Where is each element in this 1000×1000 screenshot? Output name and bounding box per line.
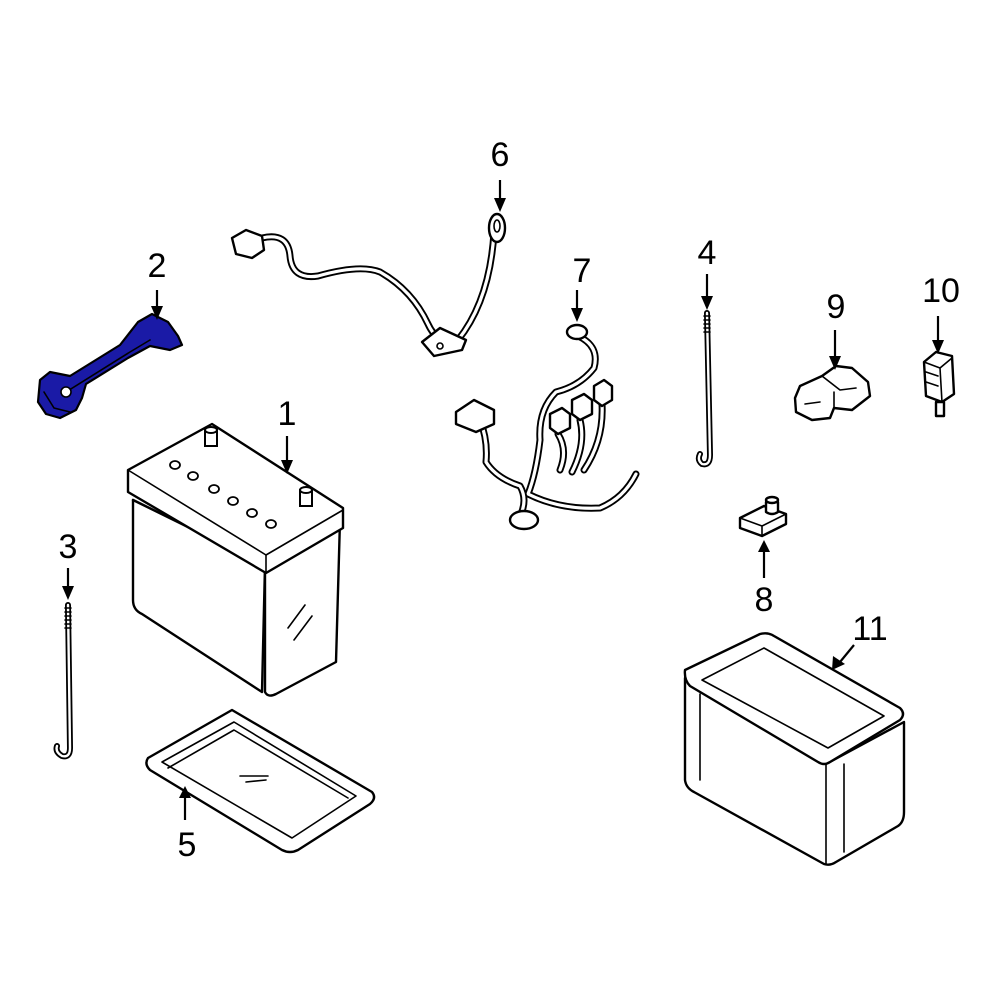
part-9-terminal-cover[interactable] — [793, 364, 872, 422]
part-10-fusible-link[interactable] — [922, 350, 956, 418]
battery-left-face — [131, 498, 267, 694]
part-3-hold-down-rod[interactable] — [53, 602, 73, 760]
battery-11-body — [683, 676, 906, 866]
part-2-hold-down-bracket[interactable] — [36, 312, 184, 420]
battery-terminal-posts — [204, 426, 313, 507]
callout-11: 11 — [852, 610, 887, 648]
part-1-battery[interactable] — [126, 422, 345, 697]
harness-connector-b — [570, 392, 594, 422]
part-11-battery[interactable] — [683, 632, 906, 866]
rod-3-thread — [64, 607, 72, 629]
callout-labels: 1 2 3 4 5 6 7 8 9 10 11 — [59, 136, 960, 864]
cable-6-lug-hole — [436, 342, 444, 350]
bracket-hole — [60, 386, 72, 398]
harness-main-inner — [526, 334, 638, 510]
part-4-hold-down-rod[interactable] — [695, 310, 713, 468]
bracket-rib — [65, 339, 151, 393]
callout-7: 7 — [573, 252, 592, 290]
part-7-wiring-harness[interactable] — [454, 323, 640, 531]
fuse-top-edge — [923, 357, 953, 403]
harness-eyelet-top — [565, 323, 589, 341]
rod-3-inner — [55, 603, 72, 758]
callout-1: 1 — [278, 395, 297, 433]
part-8-bolt-clip[interactable] — [738, 495, 788, 538]
callout-10: 10 — [922, 272, 960, 310]
cable-6-outline — [258, 228, 498, 345]
battery-glare — [287, 604, 313, 641]
rod-4-thread — [703, 315, 711, 333]
arrowheads — [62, 198, 944, 798]
harness-connector-a — [548, 406, 572, 436]
callout-8: 8 — [755, 581, 774, 619]
bracket-end-tab — [43, 391, 71, 413]
battery-11-lid — [683, 632, 905, 766]
callout-6: 6 — [491, 136, 510, 174]
harness-connector-left — [454, 398, 496, 434]
callout-3: 3 — [59, 528, 78, 566]
tray-floor-line — [167, 729, 349, 799]
harness-branch-inner — [478, 402, 604, 518]
harness-eyelet-bottom — [508, 509, 540, 531]
battery-11-side-rule — [699, 693, 845, 853]
part-6-battery-cable[interactable] — [230, 212, 507, 358]
tray-glare — [239, 775, 269, 783]
battery-vent-caps — [169, 460, 277, 529]
callout-2: 2 — [148, 247, 167, 285]
cover-slot — [804, 401, 821, 405]
tray-inner-rim — [161, 721, 357, 839]
cover-body — [793, 364, 872, 422]
cable-6-clamp — [230, 228, 266, 260]
fuse-clip — [925, 371, 939, 387]
clip-stud-top — [764, 495, 780, 505]
cable-6-ground-lug — [420, 326, 468, 358]
fuse-blade — [934, 400, 946, 418]
callout-4: 4 — [698, 234, 717, 272]
rod-4-inner — [697, 311, 712, 466]
clip-base-edge — [739, 513, 787, 537]
bracket-body — [36, 312, 184, 420]
battery-11-lid-inner — [701, 647, 885, 749]
leader-lines — [66, 180, 940, 820]
cable-6-inner — [260, 230, 496, 343]
cable-6-eyelet-hole — [493, 219, 501, 233]
callout-5: 5 — [178, 826, 197, 864]
harness-connector-c — [592, 378, 614, 408]
cover-ridge — [821, 375, 857, 409]
battery-front-face — [131, 498, 342, 697]
clip-stud — [764, 500, 780, 516]
part-5-battery-tray[interactable] — [145, 708, 376, 854]
callout-9: 9 — [827, 288, 846, 326]
